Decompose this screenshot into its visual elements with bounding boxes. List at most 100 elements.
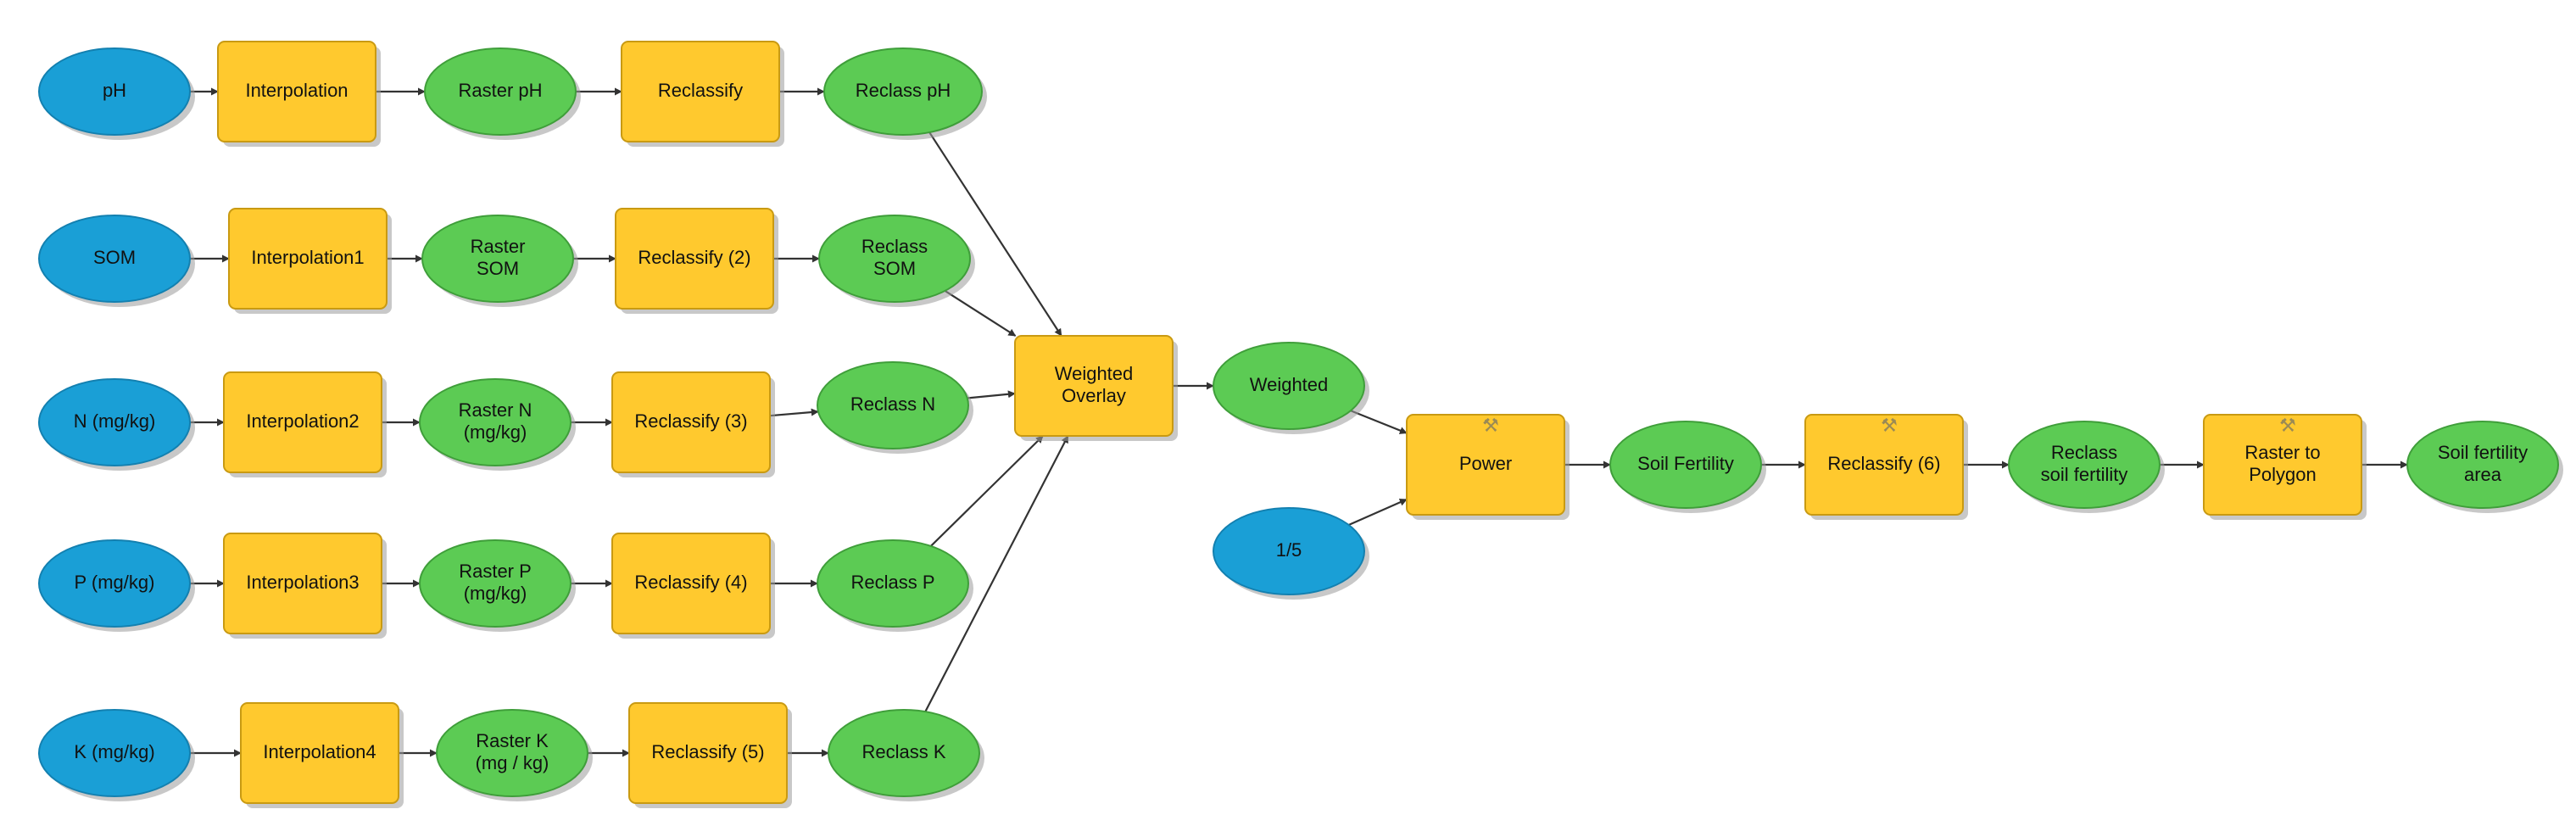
node-reclass-k[interactable]: Reclass K: [828, 709, 984, 801]
data-ellipse: [38, 709, 191, 797]
node-power[interactable]: ⚒Power: [1406, 414, 1570, 520]
node-soil-fertility[interactable]: Soil Fertility: [1609, 421, 1766, 513]
node-interp2[interactable]: Interpolation2: [223, 371, 387, 477]
tool-box: [223, 371, 382, 473]
node-raster-ph[interactable]: Raster pH: [424, 47, 581, 140]
node-label: Reclassify (3): [634, 410, 747, 432]
output-ellipse: [421, 215, 574, 303]
tool-box: [611, 371, 771, 473]
node-label: Reclass pH: [856, 80, 951, 101]
node-label: Reclass N: [850, 393, 935, 415]
node-reclass-n[interactable]: Reclass N: [817, 361, 973, 454]
node-raster-n[interactable]: Raster N(mg/kg): [419, 378, 576, 471]
node-reclassify3[interactable]: Reclassify (3): [611, 371, 775, 477]
data-ellipse: [38, 47, 191, 136]
output-ellipse: [818, 215, 971, 303]
tool-box: [1804, 414, 1964, 516]
data-ellipse: [38, 539, 191, 628]
output-ellipse: [817, 539, 969, 628]
node-label: Interpolation: [245, 80, 348, 101]
output-ellipse: [828, 709, 980, 797]
tool-box: [621, 41, 780, 142]
node-label: Raster pH: [458, 80, 542, 101]
output-ellipse: [424, 47, 577, 136]
output-ellipse: [817, 361, 969, 449]
node-label: Soil Fertility: [1637, 453, 1734, 474]
node-interp3[interactable]: Interpolation3: [223, 533, 387, 639]
node-label: Raster P(mg/kg): [459, 561, 532, 604]
node-interp0[interactable]: Interpolation: [217, 41, 381, 147]
node-label: SOM: [93, 247, 136, 268]
node-label: Interpolation4: [263, 741, 376, 762]
node-weighted[interactable]: Weighted: [1213, 342, 1369, 434]
edge-reclassify3-to-reclass_n: [769, 408, 819, 417]
hammer-icon: ⚒: [1881, 416, 1898, 437]
edge-reclass_ph-to-weighted_overlay: [928, 131, 1062, 337]
data-ellipse: [38, 378, 191, 466]
node-reclass-p[interactable]: Reclass P: [817, 539, 973, 632]
node-reclassify4[interactable]: Reclassify (4): [611, 533, 775, 639]
node-reclass-ph[interactable]: Reclass pH: [823, 47, 987, 140]
node-label: 1/5: [1276, 539, 1302, 561]
tool-box: [223, 533, 382, 634]
output-ellipse: [419, 378, 572, 466]
node-label: Reclassify (4): [634, 572, 747, 593]
node-raster-k[interactable]: Raster K(mg / kg): [436, 709, 593, 801]
data-ellipse: [1213, 507, 1365, 595]
node-reclassify2[interactable]: Reclassify (2): [615, 208, 778, 314]
node-label: Reclassify (2): [638, 247, 750, 268]
node-label: Interpolation2: [246, 410, 359, 432]
hammer-icon: ⚒: [2279, 416, 2296, 437]
hammer-icon: ⚒: [1482, 416, 1499, 437]
node-interp4[interactable]: Interpolation4: [240, 702, 404, 808]
output-ellipse: [2406, 421, 2559, 509]
node-p[interactable]: P (mg/kg): [38, 539, 195, 632]
node-n[interactable]: N (mg/kg): [38, 378, 195, 471]
node-label: K (mg/kg): [74, 741, 154, 762]
edge-one_fifth-to-power: [1348, 498, 1408, 526]
node-label: Interpolation3: [246, 572, 359, 593]
node-raster-p[interactable]: Raster P(mg/kg): [419, 539, 576, 632]
output-ellipse: [419, 539, 572, 628]
node-label: Reclassify (6): [1827, 453, 1940, 474]
node-label: Interpolation1: [251, 247, 364, 268]
node-reclassify5[interactable]: Reclassify (5): [628, 702, 792, 808]
node-ph[interactable]: pH: [38, 47, 195, 140]
node-label: Raster N(mg/kg): [459, 399, 532, 443]
output-ellipse: [1213, 342, 1365, 430]
edge-reclass_som-to-weighted_overlay: [944, 290, 1017, 337]
edges-layer: [190, 87, 2408, 757]
tool-box: [615, 208, 774, 310]
edge-reclass_p-to-weighted_overlay: [930, 435, 1044, 547]
tool-box: [611, 533, 771, 634]
node-label: N (mg/kg): [74, 410, 156, 432]
node-reclassify6[interactable]: ⚒ Reclassify (6): [1804, 414, 1968, 520]
node-som[interactable]: SOM: [38, 215, 195, 307]
tool-box: [2203, 414, 2362, 516]
node-one-fifth[interactable]: 1/5: [1213, 507, 1369, 600]
node-label: Reclassify (5): [651, 741, 764, 762]
tool-box: [1406, 414, 1565, 516]
tool-box: [1014, 335, 1174, 437]
node-label: Reclassify: [658, 80, 743, 101]
node-k[interactable]: K (mg/kg): [38, 709, 195, 801]
node-label: Weighted: [1250, 374, 1329, 395]
node-interp1[interactable]: Interpolation1: [228, 208, 392, 314]
output-ellipse: [823, 47, 983, 136]
output-ellipse: [2008, 421, 2161, 509]
node-reclassify0[interactable]: Reclassify: [621, 41, 784, 147]
data-ellipse: [38, 215, 191, 303]
